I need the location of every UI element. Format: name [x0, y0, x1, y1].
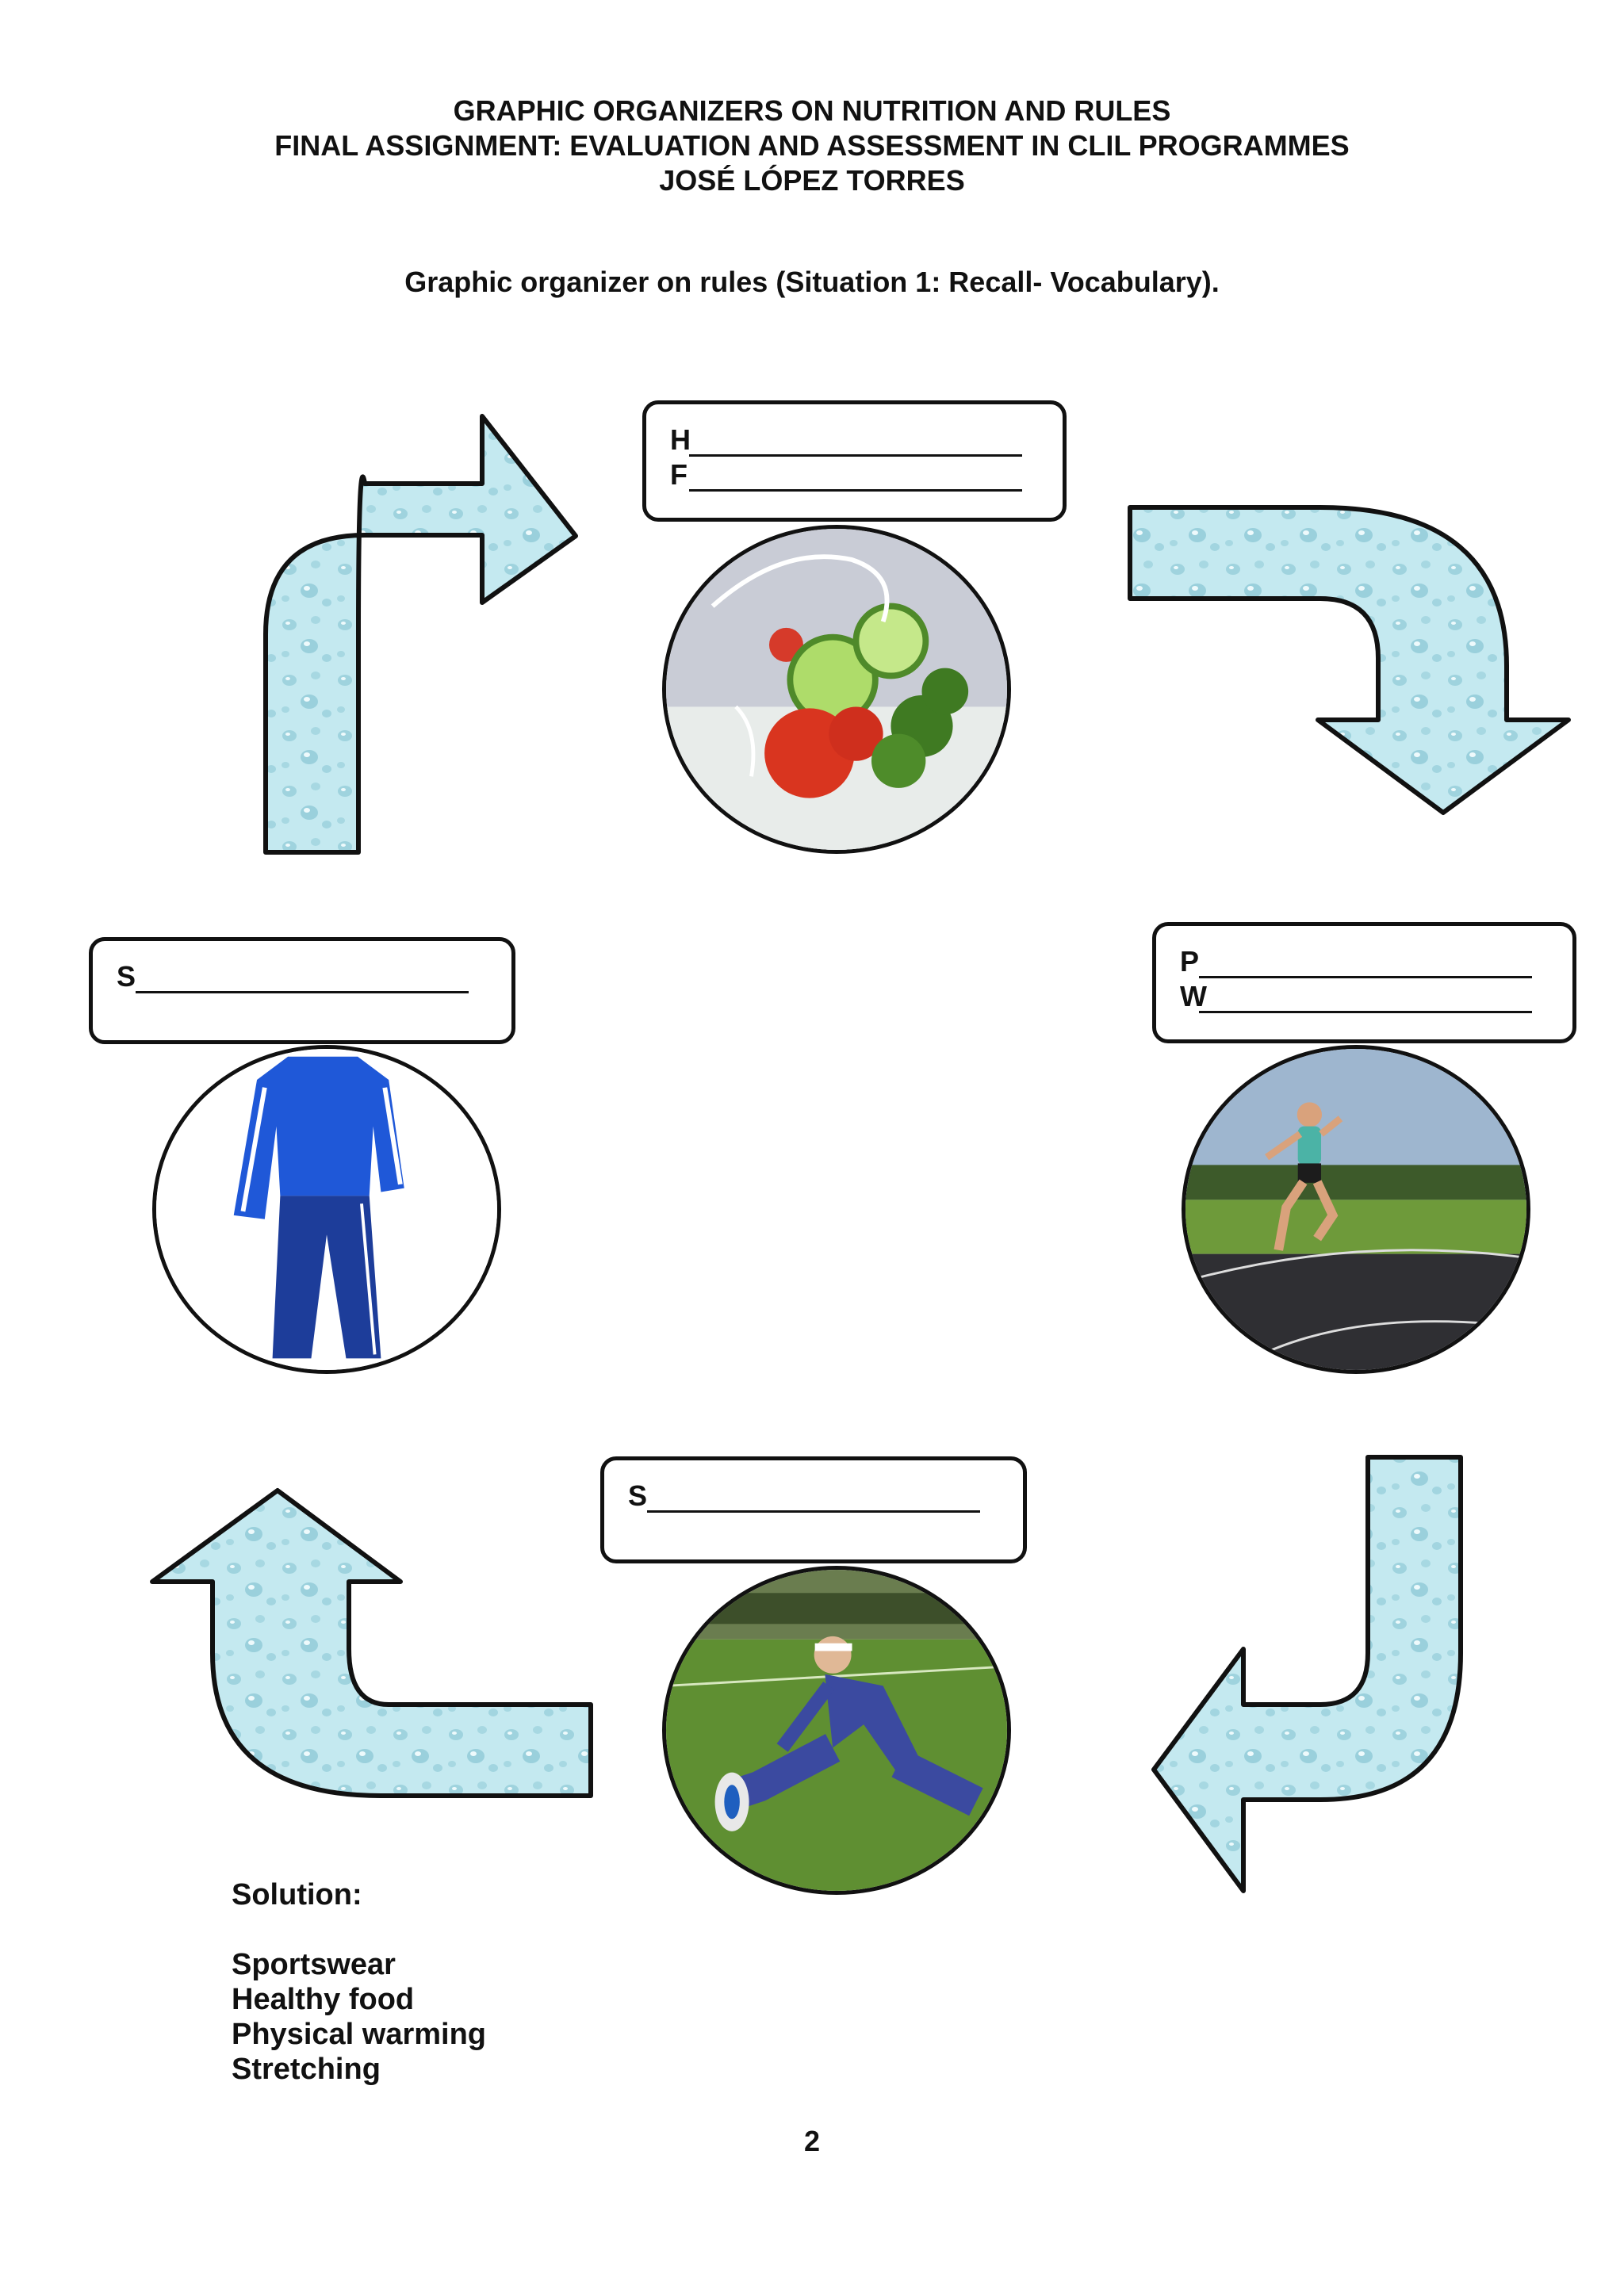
answer-letter: H — [670, 423, 691, 456]
page-number: 2 — [803, 2125, 821, 2157]
answer-box-right[interactable]: P W — [1152, 922, 1576, 1043]
solution-block: Solution: Sportswear Healthy food Physic… — [232, 1877, 486, 2087]
answer-line-f[interactable]: F — [670, 457, 1039, 492]
answer-box-bottom[interactable]: S — [600, 1456, 1027, 1563]
blank-line[interactable] — [647, 1483, 980, 1513]
answer-line-p[interactable]: P — [1180, 943, 1549, 978]
answer-letter: P — [1180, 945, 1200, 978]
answer-line-s[interactable]: S — [628, 1478, 999, 1513]
tracksuit-photo — [152, 1045, 501, 1374]
solution-item: Sportswear — [232, 1948, 396, 1981]
solution-item: Healthy food — [232, 1983, 415, 2016]
answer-letter: W — [1180, 980, 1207, 1012]
answer-letter: S — [117, 960, 136, 993]
arrow-bottom-left-shape — [150, 1488, 593, 1798]
answer-line-w[interactable]: W — [1180, 978, 1549, 1013]
header-title: GRAPHIC ORGANIZERS ON NUTRITION AND RULE… — [453, 94, 1171, 127]
salad-photo — [662, 525, 1011, 854]
blank-line[interactable] — [689, 462, 1022, 492]
solution-item: Physical warming — [232, 2018, 487, 2051]
solution-title: Solution: — [232, 1878, 362, 1911]
arrow-top-right-shape — [1128, 505, 1571, 815]
answer-box-top[interactable]: H F — [642, 400, 1067, 522]
stretching-photo — [662, 1566, 1011, 1895]
blank-line[interactable] — [136, 964, 469, 993]
solution-item: Stretching — [232, 2053, 381, 2086]
arrow-top-left-shape — [263, 414, 578, 855]
blank-line[interactable] — [1199, 949, 1532, 978]
header-author: JOSÉ LÓPEZ TORRES — [659, 164, 965, 197]
organizer-subtitle: Graphic organizer on rules (Situation 1:… — [404, 266, 1220, 298]
answer-letter: S — [628, 1479, 648, 1512]
document-header: GRAPHIC ORGANIZERS ON NUTRITION AND RULE… — [0, 94, 1624, 198]
header-assignment: FINAL ASSIGNMENT: EVALUATION AND ASSESSM… — [274, 129, 1350, 162]
blank-line[interactable] — [1199, 984, 1532, 1013]
answer-line-h[interactable]: H — [670, 422, 1039, 457]
answer-box-left[interactable]: S — [89, 937, 515, 1044]
arrow-bottom-right-shape — [1151, 1455, 1463, 1893]
runner-photo — [1182, 1045, 1530, 1374]
blank-line[interactable] — [689, 427, 1022, 457]
answer-line-s[interactable]: S — [117, 959, 488, 993]
answer-letter: F — [670, 458, 688, 491]
